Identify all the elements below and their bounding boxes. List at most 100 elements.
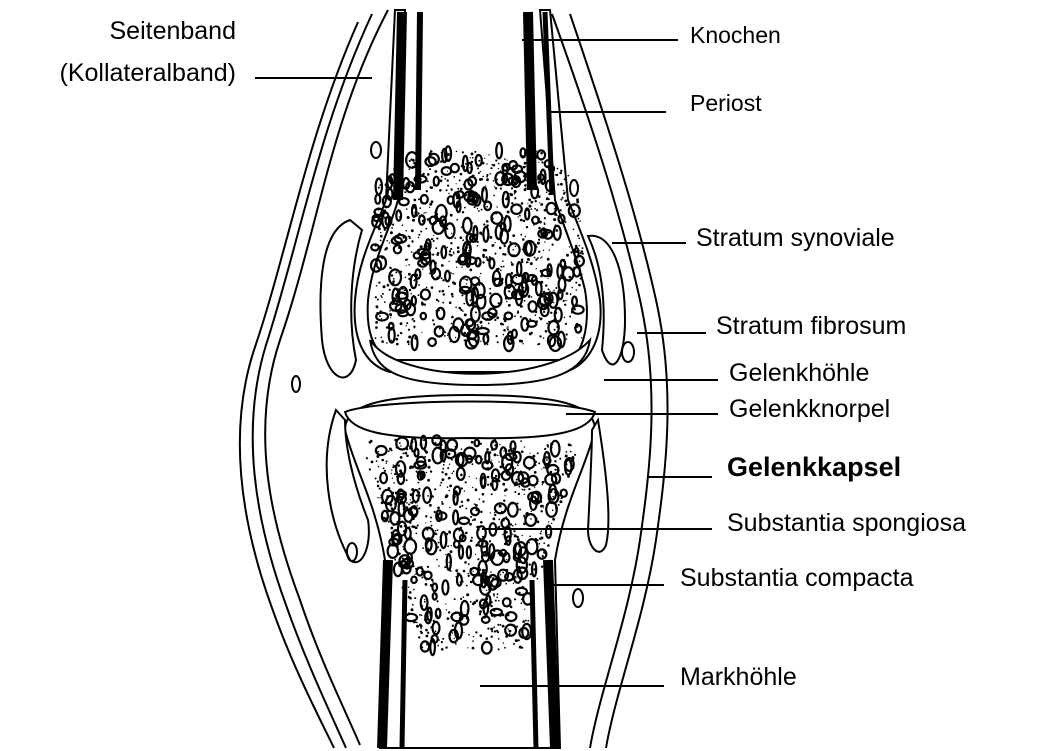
spongiosa-dot: [450, 255, 451, 256]
spongiosa-dot: [448, 633, 451, 636]
spongiosa-dot: [531, 201, 534, 204]
spongiosa-dot: [515, 481, 518, 484]
spongiosa-dot: [508, 287, 510, 289]
spongiosa-dot: [408, 278, 410, 280]
spongiosa-dot: [421, 615, 423, 617]
spongiosa-dot: [553, 218, 556, 221]
spongiosa-dot: [387, 284, 390, 287]
spongiosa-dot: [535, 258, 537, 260]
spongiosa-dot: [420, 295, 423, 298]
spongiosa-dot: [401, 194, 403, 196]
spongiosa-dot: [514, 491, 516, 493]
spongiosa-dot: [440, 485, 442, 487]
spongiosa-dot: [526, 563, 528, 565]
spongiosa-dot: [414, 327, 415, 328]
spongiosa-dot: [430, 497, 432, 499]
spongiosa-dot: [529, 563, 531, 565]
spongiosa-dot: [575, 324, 577, 326]
spongiosa-trabecula: [490, 294, 501, 307]
spongiosa-dot: [470, 516, 472, 518]
spongiosa-dot: [374, 212, 376, 214]
spongiosa-dot: [394, 339, 396, 341]
spongiosa-dot: [400, 456, 403, 459]
spongiosa-dot: [475, 303, 477, 305]
spongiosa-dot: [392, 183, 394, 185]
spongiosa-dot: [516, 626, 518, 628]
spongiosa-dot: [394, 236, 396, 238]
spongiosa-dot: [550, 273, 551, 274]
spongiosa-dot: [417, 177, 419, 179]
spongiosa-dot: [419, 207, 421, 209]
spongiosa-dot: [445, 646, 447, 648]
spongiosa-dot: [395, 492, 398, 495]
spongiosa-dot: [536, 209, 538, 211]
spongiosa-dot: [506, 569, 509, 572]
spongiosa-dot: [571, 457, 574, 460]
spongiosa-dot: [519, 646, 522, 649]
spongiosa-trabecula: [532, 217, 538, 224]
spongiosa-dot: [429, 168, 431, 170]
spongiosa-dot: [474, 178, 476, 180]
spongiosa-dot: [503, 519, 505, 521]
spongiosa-dot: [524, 152, 527, 155]
spongiosa-dot: [535, 314, 537, 316]
spongiosa-dot: [511, 272, 514, 275]
spongiosa-dot: [487, 468, 489, 470]
label-knochen: Knochen: [690, 20, 781, 50]
spongiosa-dot: [522, 249, 523, 250]
spongiosa-dot: [521, 261, 523, 263]
spongiosa-dot: [548, 343, 551, 346]
spongiosa-dot: [547, 444, 549, 446]
spongiosa-dot: [441, 471, 443, 473]
spongiosa-dot: [566, 292, 569, 295]
spongiosa-dot: [502, 253, 504, 255]
spongiosa-dot: [441, 176, 443, 178]
spongiosa-dot: [447, 545, 449, 547]
spongiosa-dot: [544, 177, 545, 178]
spongiosa-dot: [426, 550, 428, 552]
spongiosa-dot: [479, 567, 480, 568]
spongiosa-dot: [394, 298, 396, 300]
spongiosa-dot: [503, 217, 504, 218]
spongiosa-dot: [456, 267, 457, 268]
spongiosa-dot: [504, 448, 507, 451]
spongiosa-dot: [494, 277, 496, 279]
spongiosa-trabecula: [445, 223, 454, 238]
spongiosa-dot: [428, 466, 431, 469]
spongiosa-dot: [463, 184, 464, 185]
spongiosa-dot: [504, 158, 506, 160]
spongiosa-dot: [420, 231, 422, 233]
spongiosa-dot: [376, 312, 378, 314]
spongiosa-dot: [371, 461, 374, 464]
spongiosa-dot: [529, 318, 531, 320]
spongiosa-dot: [407, 216, 410, 219]
spongiosa-dot: [561, 310, 562, 311]
spongiosa-dot: [498, 461, 499, 462]
spongiosa-dot: [543, 234, 545, 236]
spongiosa-dot: [573, 267, 575, 269]
spongiosa-dot: [472, 157, 474, 159]
spongiosa-dot: [403, 497, 405, 499]
spongiosa-dot: [407, 259, 409, 261]
spongiosa-dot: [392, 492, 394, 494]
spongiosa-dot: [478, 195, 479, 196]
spongiosa-dot: [522, 297, 524, 299]
spongiosa-dot: [432, 319, 434, 321]
spongiosa-dot: [540, 318, 543, 321]
spongiosa-dot: [491, 217, 494, 220]
spongiosa-dot: [559, 500, 562, 503]
spongiosa-dot: [530, 208, 532, 210]
spongiosa-dot: [417, 249, 420, 252]
spongiosa-dot: [562, 490, 563, 491]
spongiosa-dot: [544, 217, 546, 219]
spongiosa-dot: [548, 193, 551, 196]
spongiosa-dot: [420, 245, 423, 248]
spongiosa-dot: [499, 247, 502, 250]
spongiosa-dot: [537, 520, 540, 523]
spongiosa-dot: [505, 495, 506, 496]
spongiosa-dot: [520, 440, 522, 442]
spongiosa-dot: [535, 464, 537, 466]
spongiosa-dot: [554, 311, 557, 314]
spongiosa-dot: [496, 630, 498, 632]
spongiosa-dot: [498, 168, 499, 169]
